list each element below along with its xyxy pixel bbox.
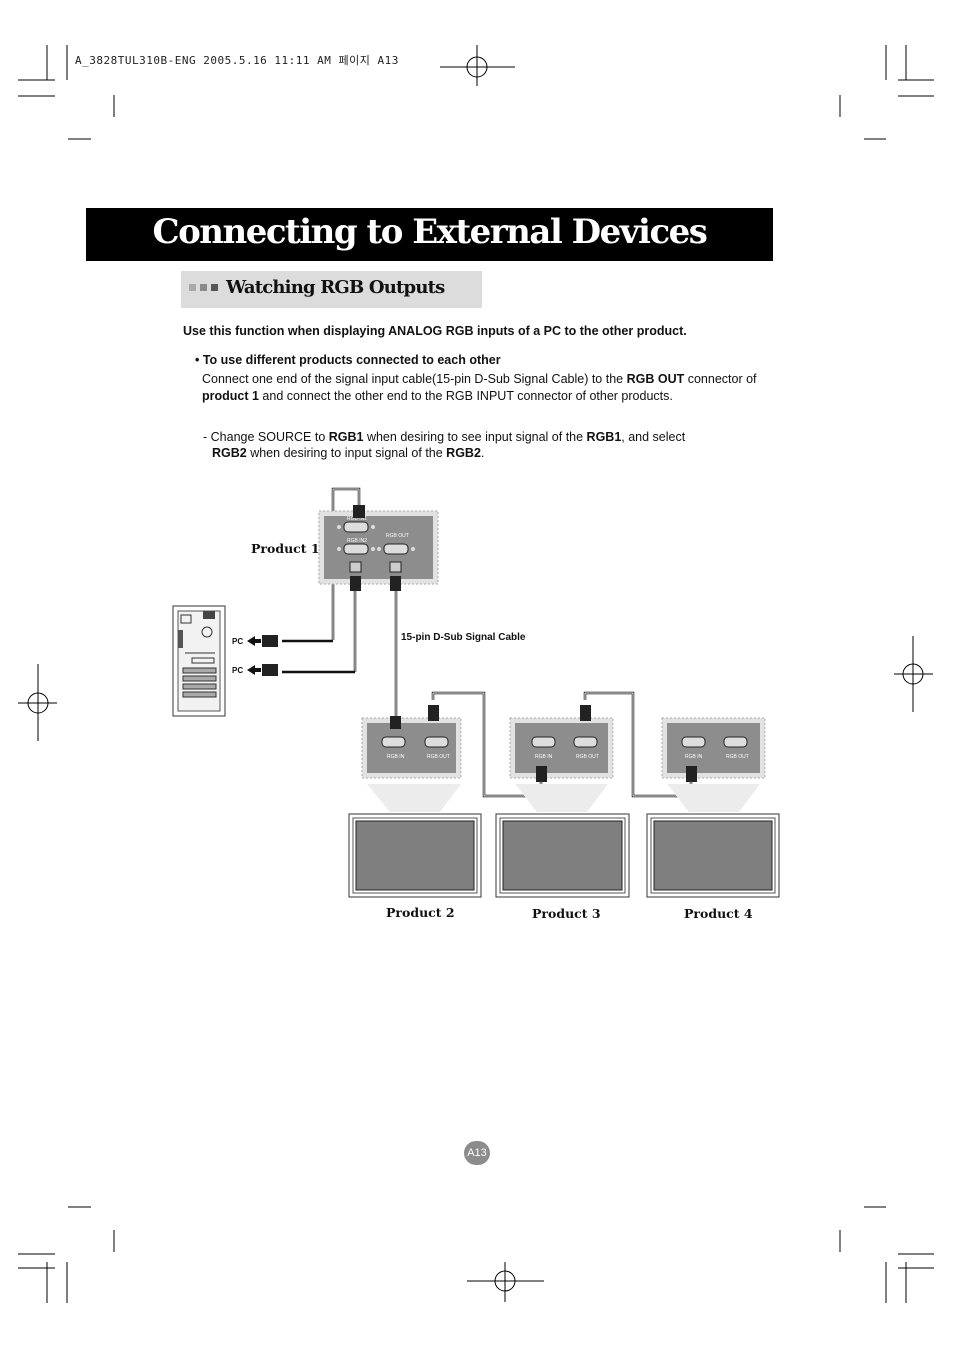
page-title: Connecting to External Devices: [152, 212, 708, 252]
body-span: and connect the other end to the RGB INP…: [258, 389, 673, 403]
p2-rgb-out-label: RGB OUT: [427, 754, 450, 760]
product2-panel: RGB IN RGB OUT: [361, 705, 462, 812]
body-bold: RGB OUT: [626, 372, 685, 386]
bullet-heading: • To use different products connected to…: [195, 353, 501, 367]
p2-rgb-in-label: RGB IN: [387, 754, 405, 760]
bullet-body: Connect one end of the signal input cabl…: [202, 371, 762, 405]
note-bold: RGB2: [446, 446, 481, 460]
note-span: when desiring to input signal of the: [246, 446, 447, 460]
monitor-2: [348, 813, 482, 898]
note-bold: RGB2: [212, 446, 247, 460]
product4-panel: RGB IN RGB OUT: [661, 717, 766, 812]
note-bold: RGB1: [328, 430, 364, 444]
body-span: connector of: [684, 372, 757, 386]
note-bold: RGB1: [586, 430, 622, 444]
body-span: Connect one end of the signal input cabl…: [202, 372, 627, 386]
source-note: - Change SOURCE to RGB1 when desiring to…: [203, 429, 763, 446]
product1-label: Product 1: [251, 541, 320, 556]
p1-rgb-in2-label: RGB IN2: [347, 538, 367, 544]
monitor-3: [495, 813, 630, 898]
intro-text: Use this function when displaying ANALOG…: [183, 324, 687, 338]
p4-rgb-out-label: RGB OUT: [726, 754, 749, 760]
p4-rgb-in-label: RGB IN: [685, 754, 703, 760]
monitor-4: [646, 813, 780, 898]
body-bold: product 1: [202, 389, 259, 403]
product3-label: Product 3: [532, 906, 601, 921]
p1-rgb-out-label: RGB OUT: [386, 533, 409, 539]
page-number: A13: [464, 1141, 490, 1165]
p1-rgb-in1-label: RGB IN1: [347, 516, 367, 522]
arrow-left-icon: [247, 636, 261, 675]
product4-label: Product 4: [684, 906, 753, 921]
pc-tower: [172, 605, 226, 717]
product1-panel: RGB IN1 RGB IN2 RGB OUT: [318, 510, 439, 585]
pc-label-1: PC: [232, 637, 243, 646]
note-span: .: [480, 446, 485, 460]
cable-label: 15-pin D-Sub Signal Cable: [401, 632, 526, 643]
square-icon: [189, 284, 196, 291]
product3-panel: RGB IN RGB OUT: [509, 705, 614, 812]
square-icon: [200, 284, 207, 291]
product2-label: Product 2: [386, 905, 455, 920]
pc-label-2: PC: [232, 666, 243, 675]
p3-rgb-in-label: RGB IN: [535, 754, 553, 760]
section-title: Watching RGB Outputs: [226, 277, 445, 298]
printer-slug: A_3828TUL310B-ENG 2005.5.16 11:11 AM 페이지…: [75, 54, 399, 67]
note-span: , and select: [621, 430, 686, 444]
square-icon: [211, 284, 218, 291]
note-span: when desiring to see input signal of the: [363, 430, 587, 444]
source-note-line2: RGB2 when desiring to input signal of th…: [212, 446, 484, 460]
p3-rgb-out-label: RGB OUT: [576, 754, 599, 760]
title-bar: Connecting to External Devices: [86, 208, 773, 261]
note-span: - Change SOURCE to: [203, 430, 329, 444]
section-header: Watching RGB Outputs: [181, 271, 482, 308]
